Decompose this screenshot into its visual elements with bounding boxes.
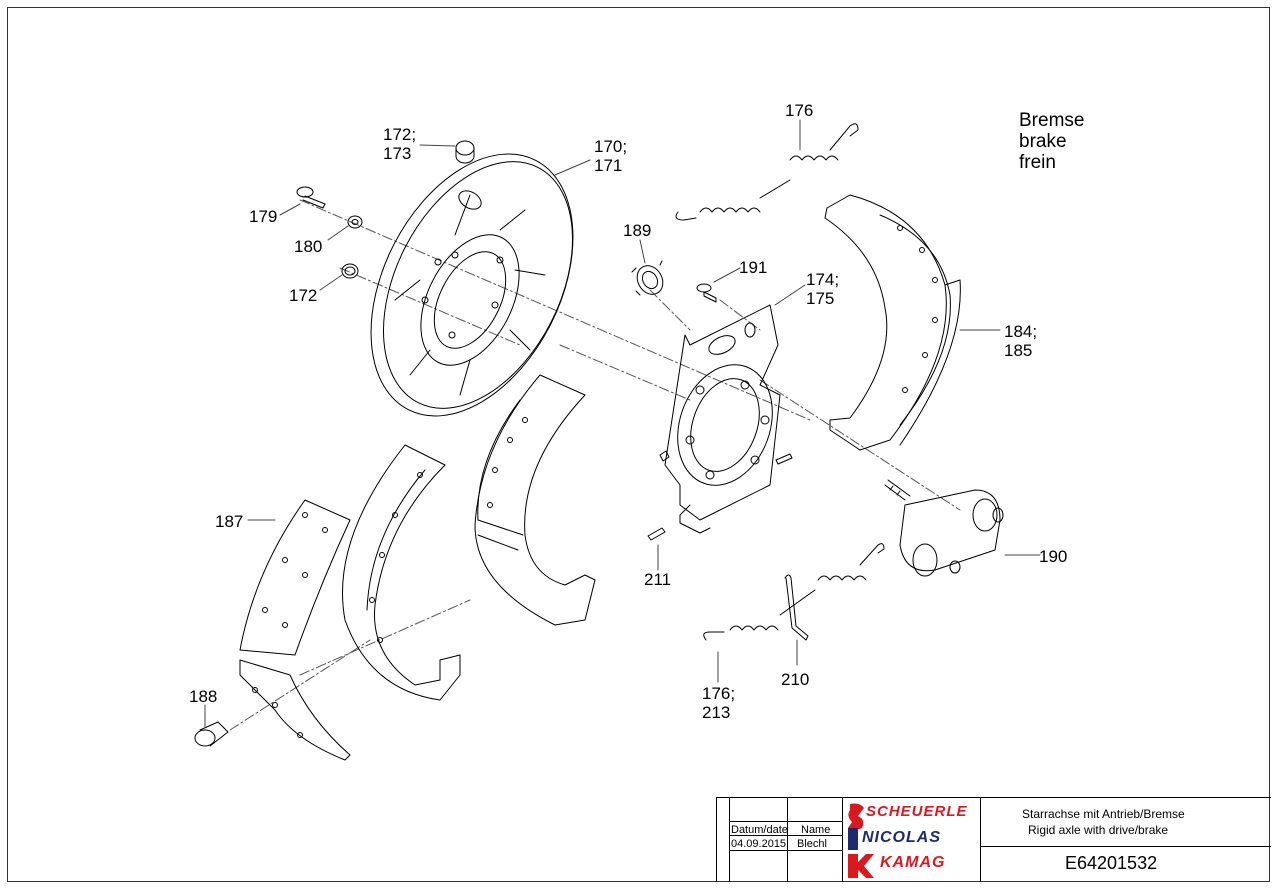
callout-176-213: 176;213 [702, 684, 736, 722]
callout-172-173: 172;173 [383, 125, 417, 163]
callout-211: 211 [644, 570, 672, 589]
title-english: brake [1019, 131, 1067, 152]
title-german: Bremse [1019, 110, 1085, 131]
hold-down-pin [784, 574, 809, 641]
scheuerle-logo-mark [848, 803, 864, 830]
wheel-cylinder [884, 479, 1004, 577]
backing-plate [370, 153, 574, 417]
callout-172: 172 [289, 286, 318, 305]
drawing-number: E64201532 [1065, 853, 1158, 873]
title-french: frein [1019, 152, 1056, 173]
brake-shoe-middle [342, 444, 461, 701]
nicolas-logo-mark [848, 828, 858, 850]
date-column-header: Datum/date [731, 824, 788, 836]
name-column-header: Name [801, 824, 831, 836]
leader-lines [204, 119, 1041, 729]
adjuster-bushing [631, 260, 664, 296]
brake-anchor-bracket [664, 304, 781, 534]
small-parts-left [296, 140, 475, 279]
name-value: Blechl [797, 838, 827, 850]
bushing [194, 721, 229, 747]
description-english: Rigid axle with drive/brake [1028, 823, 1169, 837]
logo-kamag: KAMAG [880, 854, 946, 871]
description-german: Starrachse mit Antrieb/Bremse [1022, 807, 1185, 821]
logo-nicolas: NICOLAS [862, 829, 941, 846]
assembly-axis-lines [229, 199, 961, 731]
bolt [696, 283, 717, 303]
callout-170-171: 170;171 [594, 137, 628, 175]
callout-189: 189 [623, 221, 652, 240]
callout-190: 190 [1039, 547, 1068, 566]
callout-174-175: 174;175 [806, 270, 840, 308]
callout-180: 180 [294, 237, 323, 256]
callout-187: 187 [215, 512, 244, 531]
brake-lining-left [239, 499, 351, 761]
brake-shoe-right [824, 194, 961, 451]
drawing-frame [7, 7, 1270, 882]
return-spring-top [675, 123, 859, 221]
logo-scheuerle: SCHEUERLE [866, 803, 968, 820]
dowel-pins [647, 450, 793, 541]
callout-191: 191 [739, 258, 768, 277]
company-logos [848, 803, 874, 878]
brake-shoe-upper [474, 374, 596, 626]
callout-210: 210 [781, 670, 810, 689]
callout-188: 188 [189, 687, 218, 706]
callout-184-185: 184;185 [1004, 322, 1038, 360]
date-value: 04.09.2015 [731, 838, 787, 850]
kamag-logo-mark [848, 854, 874, 878]
callout-179: 179 [249, 207, 278, 226]
callout-176-top: 176 [785, 101, 814, 120]
drawing-title: Bremse brake frein [1019, 110, 1084, 173]
return-spring-bottom [703, 543, 885, 641]
